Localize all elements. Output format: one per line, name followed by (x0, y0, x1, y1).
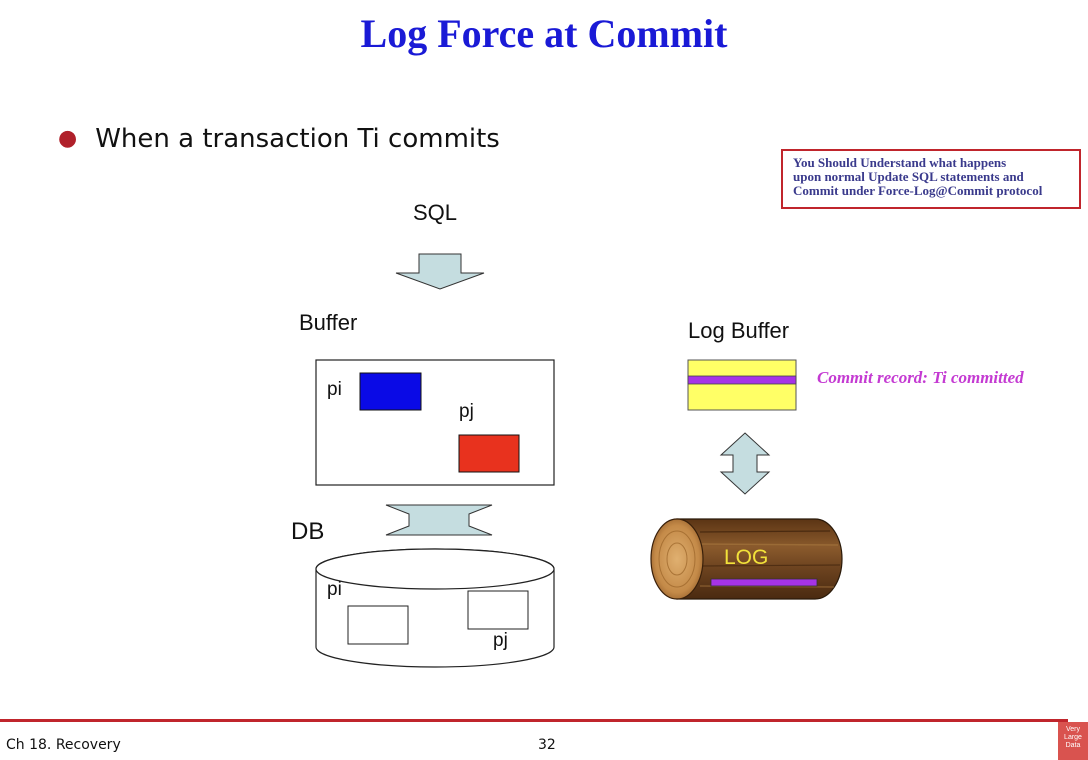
buffer-db-double-arrow-icon (385, 504, 493, 536)
log-buffer-label: Log Buffer (688, 318, 790, 343)
buffer-page-pi (359, 372, 422, 411)
db-pj-label: pj (493, 630, 508, 651)
buffer-page-pj (458, 434, 520, 473)
logo-line: Data (1065, 742, 1081, 749)
commit-record-bar (687, 375, 797, 385)
bullet-item: ● When a transaction Ti commits (58, 124, 500, 154)
footer-page-number: 32 (538, 737, 556, 753)
commit-record-label: Commit record: Ti committed (817, 368, 1024, 387)
sql-down-arrow-icon (395, 253, 485, 290)
log-label: LOG (724, 546, 768, 569)
log-buffer-box (687, 359, 797, 411)
footer-divider (0, 719, 1068, 722)
vld-logo: Very Large Data (1058, 722, 1088, 760)
note-line: upon normal Update SQL statements and (793, 169, 1024, 184)
bullet-text: When a transaction Ti commits (95, 124, 500, 154)
logo-line: Very (1065, 726, 1080, 733)
db-page-pi (347, 605, 409, 645)
db-label: DB (291, 518, 325, 545)
note-box: You Should Understand what happens upon … (781, 149, 1081, 209)
footer-chapter: Ch 18. Recovery (6, 737, 121, 753)
logbuffer-log-double-arrow-icon (719, 432, 771, 495)
db-cylinder-top (315, 548, 555, 590)
note-line: You Should Understand what happens (793, 155, 1007, 170)
db-pi-label: pi (327, 579, 342, 600)
note-line: Commit under Force-Log@Commit protocol (793, 183, 1043, 198)
db-page-pj (467, 590, 529, 630)
log-commit-record-bar (710, 578, 818, 587)
buffer-pi-label: pi (327, 379, 342, 400)
buffer-label: Buffer (299, 310, 358, 335)
bullet-dot-icon: ● (58, 126, 78, 151)
slide-title: Log Force at Commit (360, 11, 728, 56)
sql-label: SQL (413, 200, 458, 225)
buffer-pj-label: pj (459, 401, 474, 422)
logo-line: Large (1064, 734, 1082, 741)
